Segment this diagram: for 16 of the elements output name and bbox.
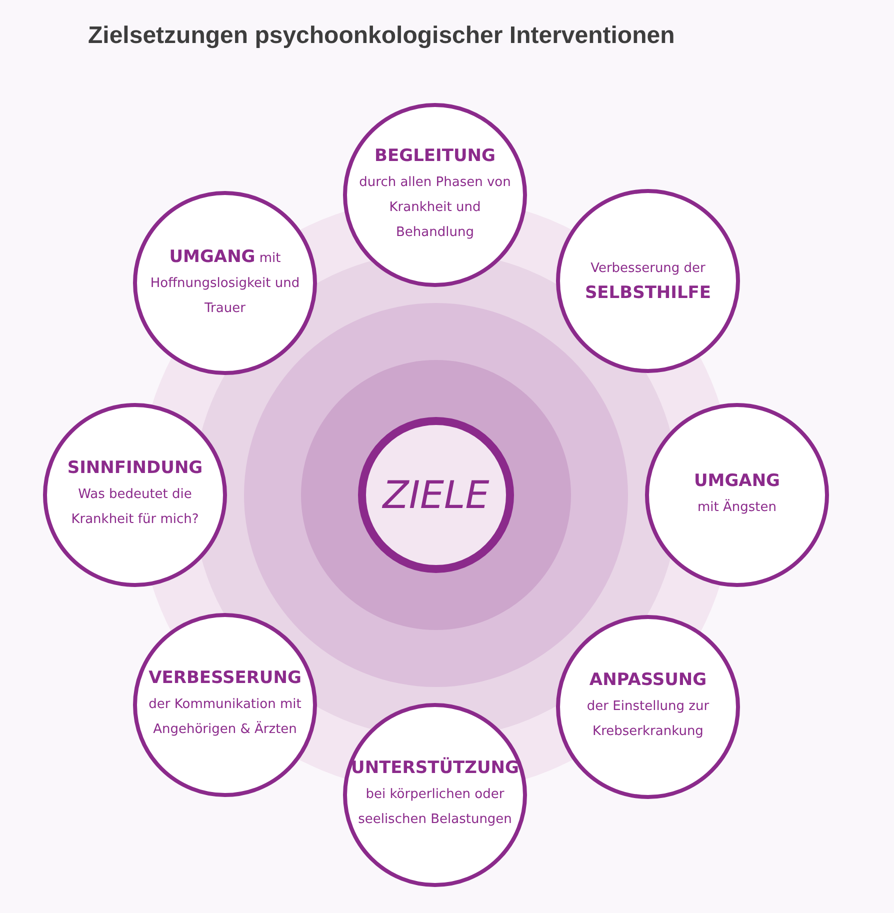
goal-heading: SINNFINDUNG <box>67 458 203 478</box>
goal-description: der Kommunikation mit Angehörigen & Ärzten <box>148 696 302 739</box>
goal-heading: ANPASSUNG <box>589 670 707 690</box>
goal-description: durch allen Phasen von Krankheit und Behandlung <box>358 174 512 242</box>
goal-description: UMGANG mit Hoffnungslosigkeit und Trauer <box>149 246 301 318</box>
goal-description: mit Ängsten <box>696 498 778 516</box>
goal-heading: UNTERSTÜTZUNG <box>351 758 519 778</box>
goal-description: der Einstellung zur Krebserkrankung <box>586 698 710 741</box>
goal-heading: VERBESSERUNG <box>148 668 302 688</box>
goal-heading: UMGANG <box>694 470 780 490</box>
goal-description: bei körperlichen oder seelischen Belastungen <box>357 786 513 829</box>
goal-description: Verbesserung der SELBSTHILFE <box>584 260 712 304</box>
goal-heading: BEGLEITUNG <box>374 146 496 166</box>
center-label: ZIELE <box>382 473 490 517</box>
goal-description: Was bedeutet die Krankheit für mich? <box>70 486 200 529</box>
diagram-title: Zielsetzungen psychoonkologischer Interventionen <box>88 22 675 50</box>
